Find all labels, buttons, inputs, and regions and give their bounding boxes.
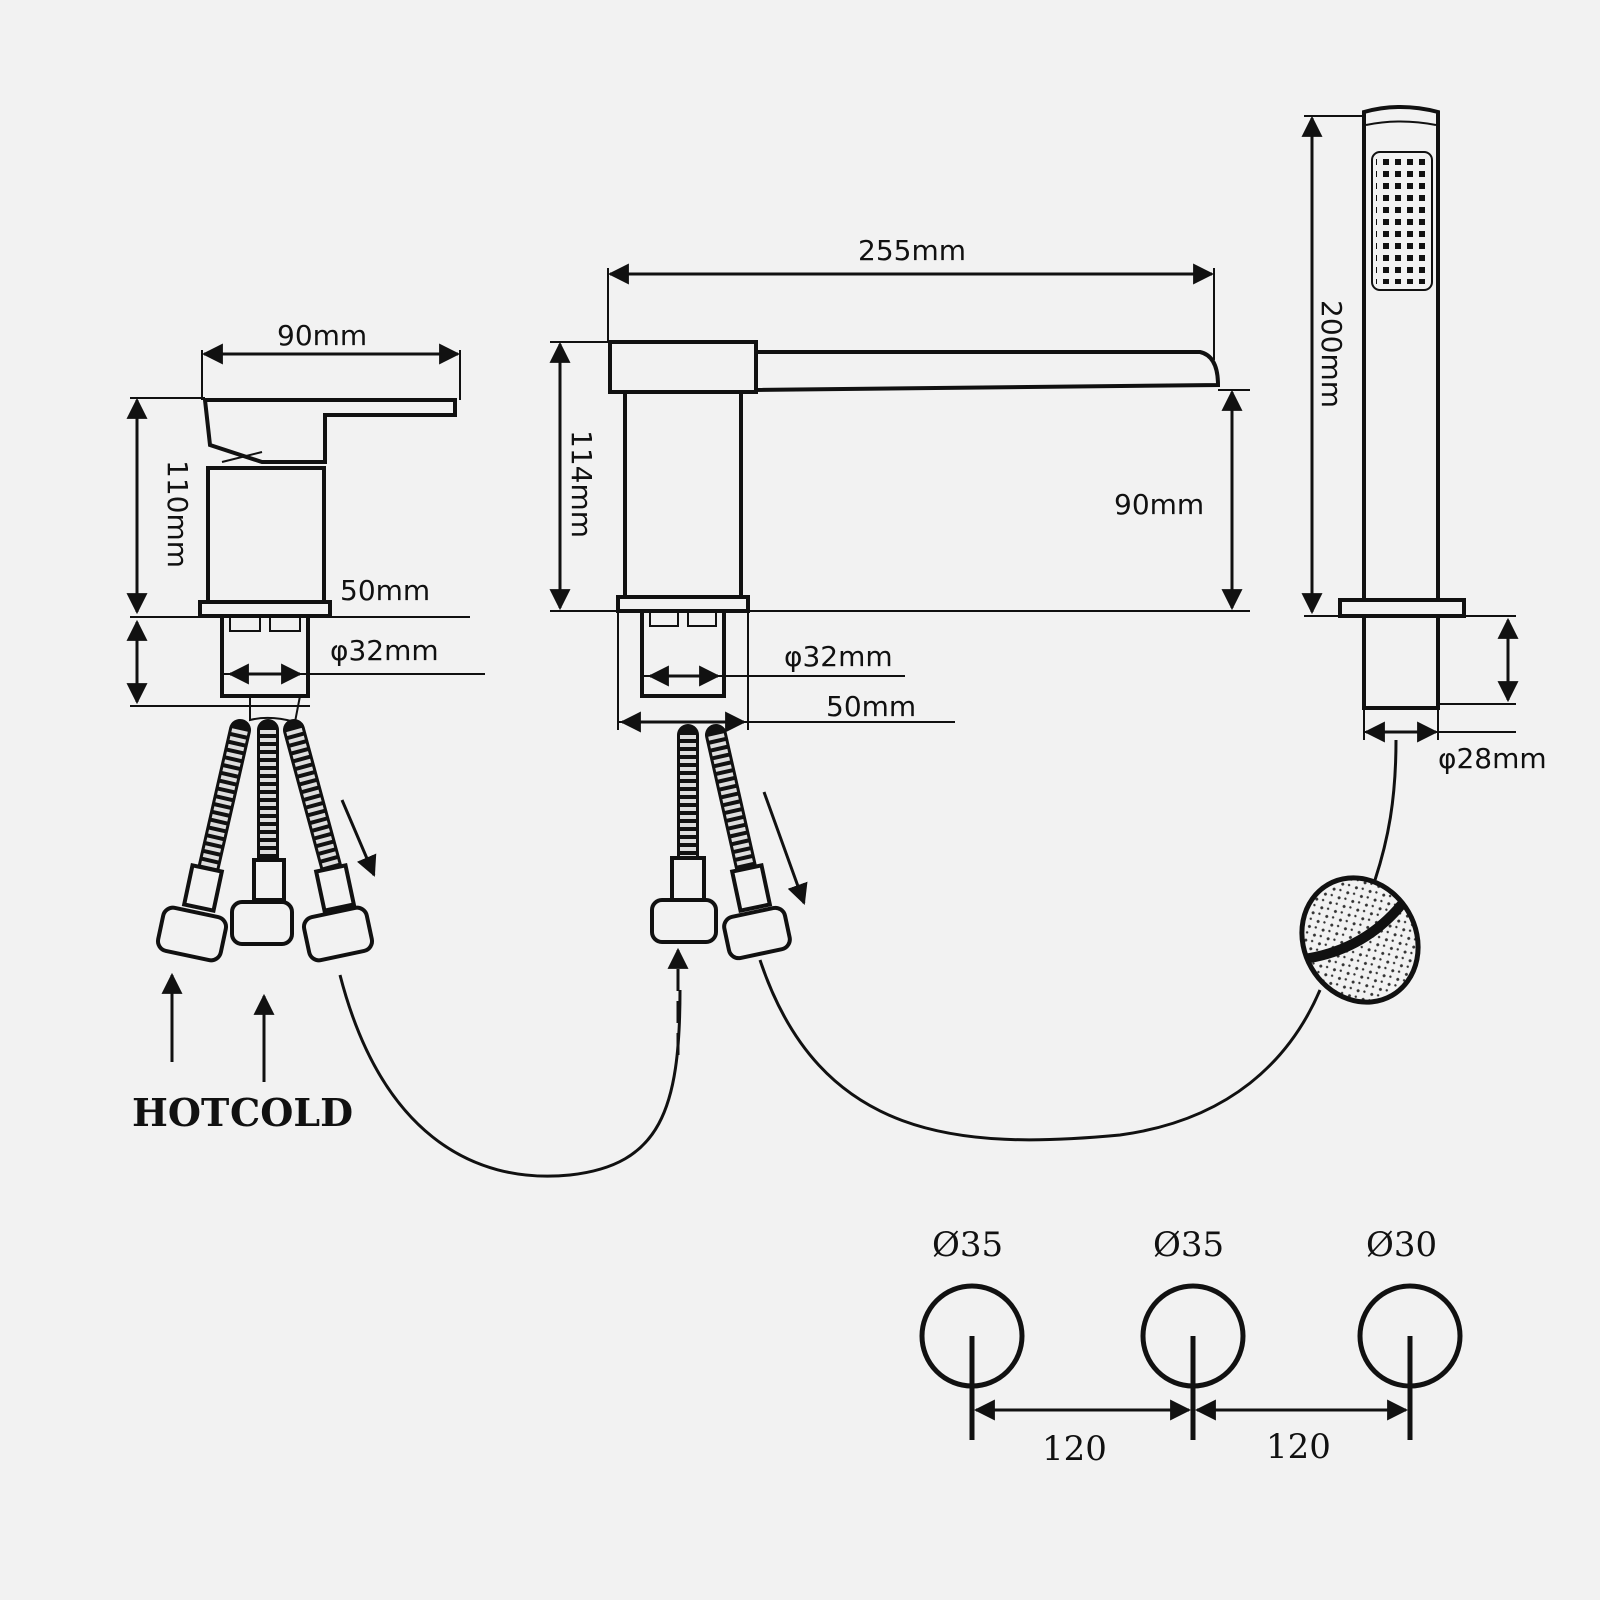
spout-outlet-arrow [762,791,808,905]
mixer-dimension-lines [126,343,485,707]
mixer-lever [202,398,457,464]
mixer-to-spout-hose [338,974,682,1178]
mixer-thread-label: φ32mm [330,634,439,667]
spout-head [608,340,758,394]
spout-hoses [650,724,792,961]
mixer-hoses [155,719,375,963]
spout-inlet-nut [650,898,718,944]
spout-thread-label: φ32mm [784,640,893,673]
handshower-hose [1373,739,1398,881]
hole-layout [919,1283,1463,1440]
spout-body [623,390,743,599]
mixer-base-plate [198,600,332,618]
spout-to-handshower-hose [758,959,1322,1142]
cold-label: COLD [230,1090,353,1135]
handshower-base-plate [1338,598,1466,618]
spout-base-label: 50mm [826,690,916,723]
mixer-thread [220,614,310,698]
spout-drawing [608,340,1221,698]
handshower-thread [1362,614,1440,710]
handshower-dimension-lines [1301,115,1519,743]
spout-height-label: 114mm [565,430,598,538]
hose-weight-ball [1299,875,1421,1005]
handshower-thread-label: φ28mm [1438,742,1547,775]
spout-reach-label: 255mm [858,234,966,267]
hot-label: HOT [132,1090,229,1135]
handshower-length-label: 200mm [1315,300,1348,408]
handshower-spray-face [1376,156,1428,284]
hole-3-label: Ø30 [1366,1225,1437,1265]
mixer-outlet-arrow [340,799,377,877]
hole-1-label: Ø35 [932,1225,1003,1265]
handshower-drawing [1299,105,1466,1005]
outlet-connector-nut [301,905,375,963]
spacing-label-2: 120 [1266,1427,1331,1467]
mixer-height-label: 110mm [161,460,194,568]
spacing-label-1: 120 [1042,1429,1107,1469]
cold-connector-nut [230,900,294,946]
spout-arm [754,350,1221,393]
spout-clearance-label: 90mm [1114,488,1204,521]
spout-outlet-nut [722,905,792,961]
hole-2-label: Ø35 [1153,1225,1224,1265]
hot-connector-nut [155,905,229,963]
mixer-width-label: 90mm [277,319,367,352]
spout-dimension-lines [549,263,1250,733]
mixer-base-label: 50mm [340,574,430,607]
mixer-body [206,466,326,604]
spout-base-plate [616,595,750,613]
spout-thread [640,609,726,698]
